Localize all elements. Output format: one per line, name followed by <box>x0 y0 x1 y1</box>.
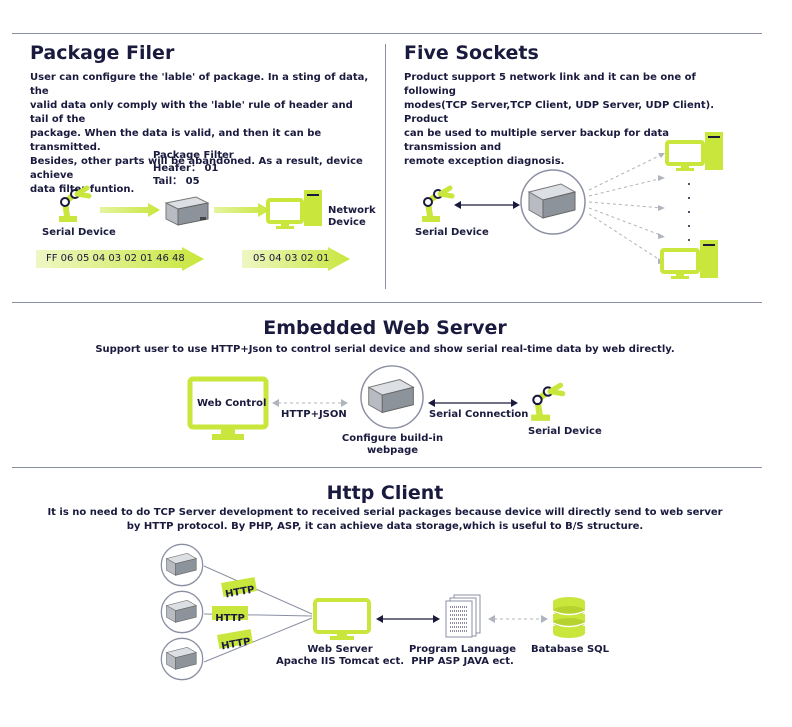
bidirectional-arrow-icon <box>376 615 440 623</box>
package-filter-text: User can configure the 'lable' of packag… <box>30 71 370 197</box>
http-client-text-1: It is no need to do TCP Server developme… <box>47 507 723 518</box>
web-server-monitor-icon <box>313 598 371 640</box>
serial-connection-arrow <box>428 399 518 407</box>
serial-server-device-icon <box>520 169 586 235</box>
five-sockets-title: Five Sockets <box>404 42 539 64</box>
serial-server-device-icon <box>160 543 204 587</box>
ws-serial-device-label: Serial Device <box>528 426 602 437</box>
more-dots <box>688 183 690 241</box>
serial-server-device-icon <box>164 196 210 226</box>
pf-serial-device-label: Serial Device <box>42 227 116 238</box>
configure-label-1: Configure build-in <box>341 433 444 444</box>
top-divider <box>12 33 762 34</box>
http-client-title: Http Client <box>326 482 444 504</box>
web-server-label-1: Web Server <box>307 644 373 655</box>
fs-serial-device-label: Serial Device <box>415 227 489 238</box>
arrow-right-icon <box>214 203 270 217</box>
program-label-2: PHP ASP JAVA ect. <box>411 656 514 667</box>
http-client-text-2: by HTTP protocol. By PHP, ASP, it can ac… <box>126 521 644 532</box>
web-server-subtitle: Support user to use HTTP+Json to control… <box>95 344 675 355</box>
divider-1 <box>12 302 762 303</box>
pf-text-line: Besides, other parts will be abandoned. … <box>30 156 363 181</box>
input-data-arrow <box>36 247 204 271</box>
network-device-icon <box>266 190 322 229</box>
five-sockets-text: Product support 5 network link and it ca… <box>404 71 744 169</box>
computer-icon <box>660 240 718 279</box>
arrow-right-icon <box>100 203 160 217</box>
database-label: Batabase SQL <box>530 644 610 655</box>
web-control-label: Web Control <box>197 398 267 409</box>
configure-label-2: webpage <box>366 445 419 456</box>
pf-text-line: package. When the data is valid, and the… <box>30 128 322 153</box>
serial-server-device-icon <box>360 365 424 429</box>
robot-arm-icon <box>531 382 566 421</box>
fs-text-line: remote exception diagnosis. <box>404 156 565 167</box>
socket-links <box>588 153 665 264</box>
robot-arm-icon <box>422 185 455 222</box>
program-label-1: Program Language <box>408 644 517 655</box>
database-icon <box>552 597 586 638</box>
pf-text-line: valid data only comply with the 'lable' … <box>30 100 353 125</box>
output-data-text: 05 04 03 02 01 <box>253 253 330 264</box>
network-device-label-2: Device <box>328 217 366 228</box>
center-divider <box>385 44 386 289</box>
divider-2 <box>12 467 762 468</box>
document-stack-icon <box>445 594 481 638</box>
robot-arm-icon <box>59 185 92 222</box>
input-data-text: FF 06 05 04 03 02 01 46 48 <box>46 253 185 264</box>
web-server-label-2: Apache IIS Tomcat ect. <box>275 656 405 667</box>
serial-server-device-icon <box>160 590 204 634</box>
http-json-arrow <box>272 399 348 407</box>
computer-icon <box>665 132 723 171</box>
bidirectional-arrow-icon <box>454 201 520 209</box>
web-server-title: Embedded Web Server <box>263 317 507 339</box>
http-tag: HTTP <box>212 606 248 624</box>
package-filter-title: Package Filer <box>30 42 175 64</box>
filter-label: Package Filter <box>153 150 234 161</box>
fs-text-line: can be used to multiple server backup fo… <box>404 128 670 153</box>
tail-label: Tail： 05 <box>153 176 200 187</box>
pf-text-line: User can configure the 'lable' of packag… <box>30 72 369 97</box>
http-json-label: HTTP+JSON <box>281 409 347 420</box>
serial-connection-label: Serial Connection <box>429 409 529 420</box>
web-control-monitor-icon <box>187 376 269 440</box>
fs-text-line: modes(TCP Server,TCP Client, UDP Server,… <box>404 100 714 125</box>
serial-server-device-icon <box>160 637 204 681</box>
fs-text-line: Product support 5 network link and it ca… <box>404 72 696 97</box>
network-device-label-1: Network <box>328 205 376 216</box>
output-data-arrow <box>242 247 350 271</box>
http-tag-label: HTTP <box>215 613 245 624</box>
dashed-bidirectional-arrow <box>488 615 548 623</box>
header-label: Heafer： 01 <box>153 163 219 174</box>
